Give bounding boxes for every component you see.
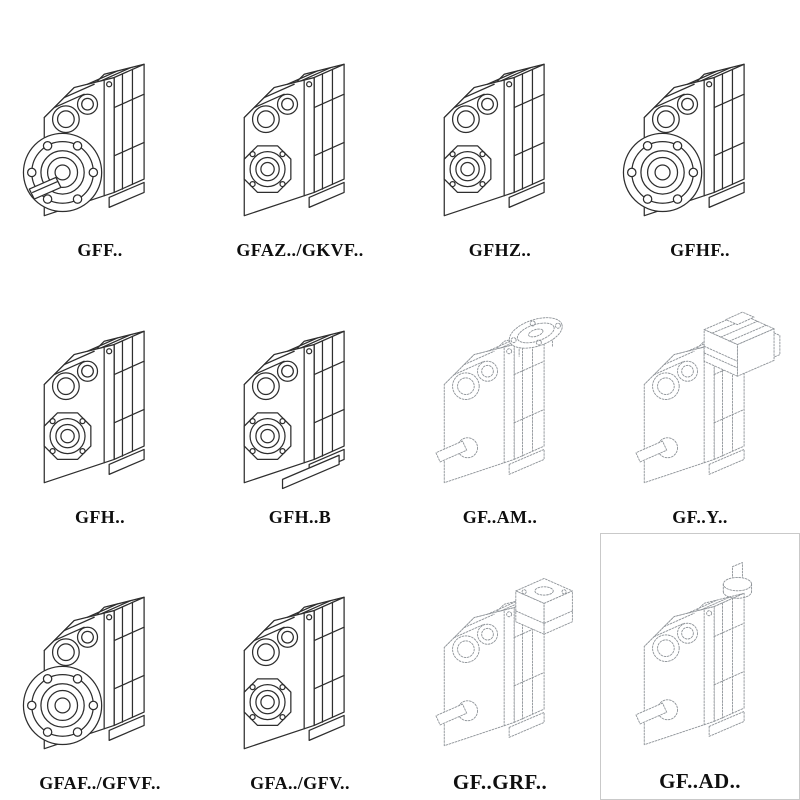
gf-y-motor-mounted-gearbox-drawing — [635, 311, 781, 483]
gearbox-cell-gf-y: GF..Y.. — [600, 267, 800, 534]
gfh-hollow-shaft-gearbox-drawing — [43, 330, 145, 483]
gearbox-label-gf-grf: GF..GRF.. — [452, 769, 548, 794]
gearbox-cell-gfh-b: GFH..B — [200, 267, 400, 534]
gearbox-label-gfaz-gkvf: GFAZ../GKVF.. — [236, 239, 364, 260]
gearbox-label-gfh: GFH.. — [75, 506, 125, 527]
gearbox-cell-gff: GFF.. — [0, 0, 200, 267]
gfh-b-foot-mounted-gearbox-drawing — [243, 330, 345, 489]
gearbox-cell-gfh: GFH.. — [0, 267, 200, 534]
gff-flange-shaft-gearbox-drawing — [22, 63, 145, 217]
gearbox-cell-gf-am: GF..AM.. — [400, 267, 600, 534]
gfa-gfv-hollow-shaft-gearbox-drawing — [243, 596, 345, 750]
gearbox-label-gf-ad: GF..AD.. — [659, 768, 741, 793]
gearbox-cell-gf-grf: GF..GRF.. — [400, 533, 600, 800]
gf-ad-input-shaft-gearbox-drawing — [635, 561, 753, 746]
gearbox-label-gfaf-gfvf: GFAF../GFVF.. — [39, 773, 161, 794]
gf-am-motor-adapter-gearbox-drawing — [435, 310, 567, 483]
gearbox-cell-gfhz: GFHZ.. — [400, 0, 600, 267]
gfaf-gfvf-flange-gearbox-drawing — [22, 596, 145, 750]
gearbox-cell-gf-ad: GF..AD.. — [600, 533, 800, 800]
gearbox-cell-gfaf-gfvf: GFAF../GFVF.. — [0, 533, 200, 800]
gearbox-cell-gfaz-gkvf: GFAZ../GKVF.. — [200, 0, 400, 267]
gearbox-cell-gfa-gfv: GFA../GFV.. — [200, 533, 400, 800]
gfaz-gkvf-hollow-shaft-gearbox-drawing — [243, 63, 345, 217]
gearbox-label-gfhf: GFHF.. — [670, 239, 730, 260]
gearbox-cell-gfhf: GFHF.. — [600, 0, 800, 267]
gearbox-label-gf-y: GF..Y.. — [672, 506, 728, 527]
gearbox-label-gf-am: GF..AM.. — [462, 506, 538, 527]
gf-grf-adapter-box-gearbox-drawing — [435, 577, 573, 747]
gearbox-label-gff: GFF.. — [77, 239, 123, 260]
gfhz-hollow-shaft-gearbox-drawing — [443, 63, 545, 217]
gearbox-label-gfh-b: GFH..B — [268, 506, 332, 527]
gearbox-label-gfa-gfv: GFA../GFV.. — [250, 773, 350, 794]
gearbox-label-gfhz: GFHZ.. — [468, 239, 532, 260]
gfhf-flange-gearbox-drawing — [622, 63, 745, 217]
